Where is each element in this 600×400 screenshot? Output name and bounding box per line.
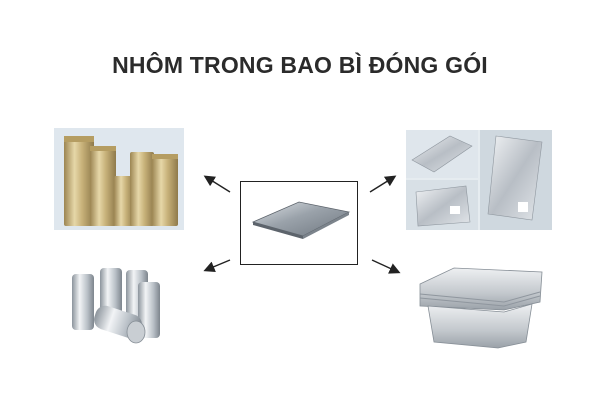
aluminium-cans-image: [64, 262, 164, 350]
arrow-to-food-container: [371, 259, 401, 274]
arrow-to-pouches: [203, 175, 231, 193]
foil-food-container-image: [414, 262, 546, 350]
foil-pouches-image: [54, 128, 184, 230]
diagram-title: NHÔM TRONG BAO BÌ ĐÓNG GÓI: [112, 52, 488, 78]
aluminium-sheet-image: [240, 181, 358, 265]
foil-mailer-bags-image: [406, 130, 552, 230]
arrow-to-mailer-bags: [369, 175, 397, 193]
arrow-to-cans: [203, 259, 231, 272]
